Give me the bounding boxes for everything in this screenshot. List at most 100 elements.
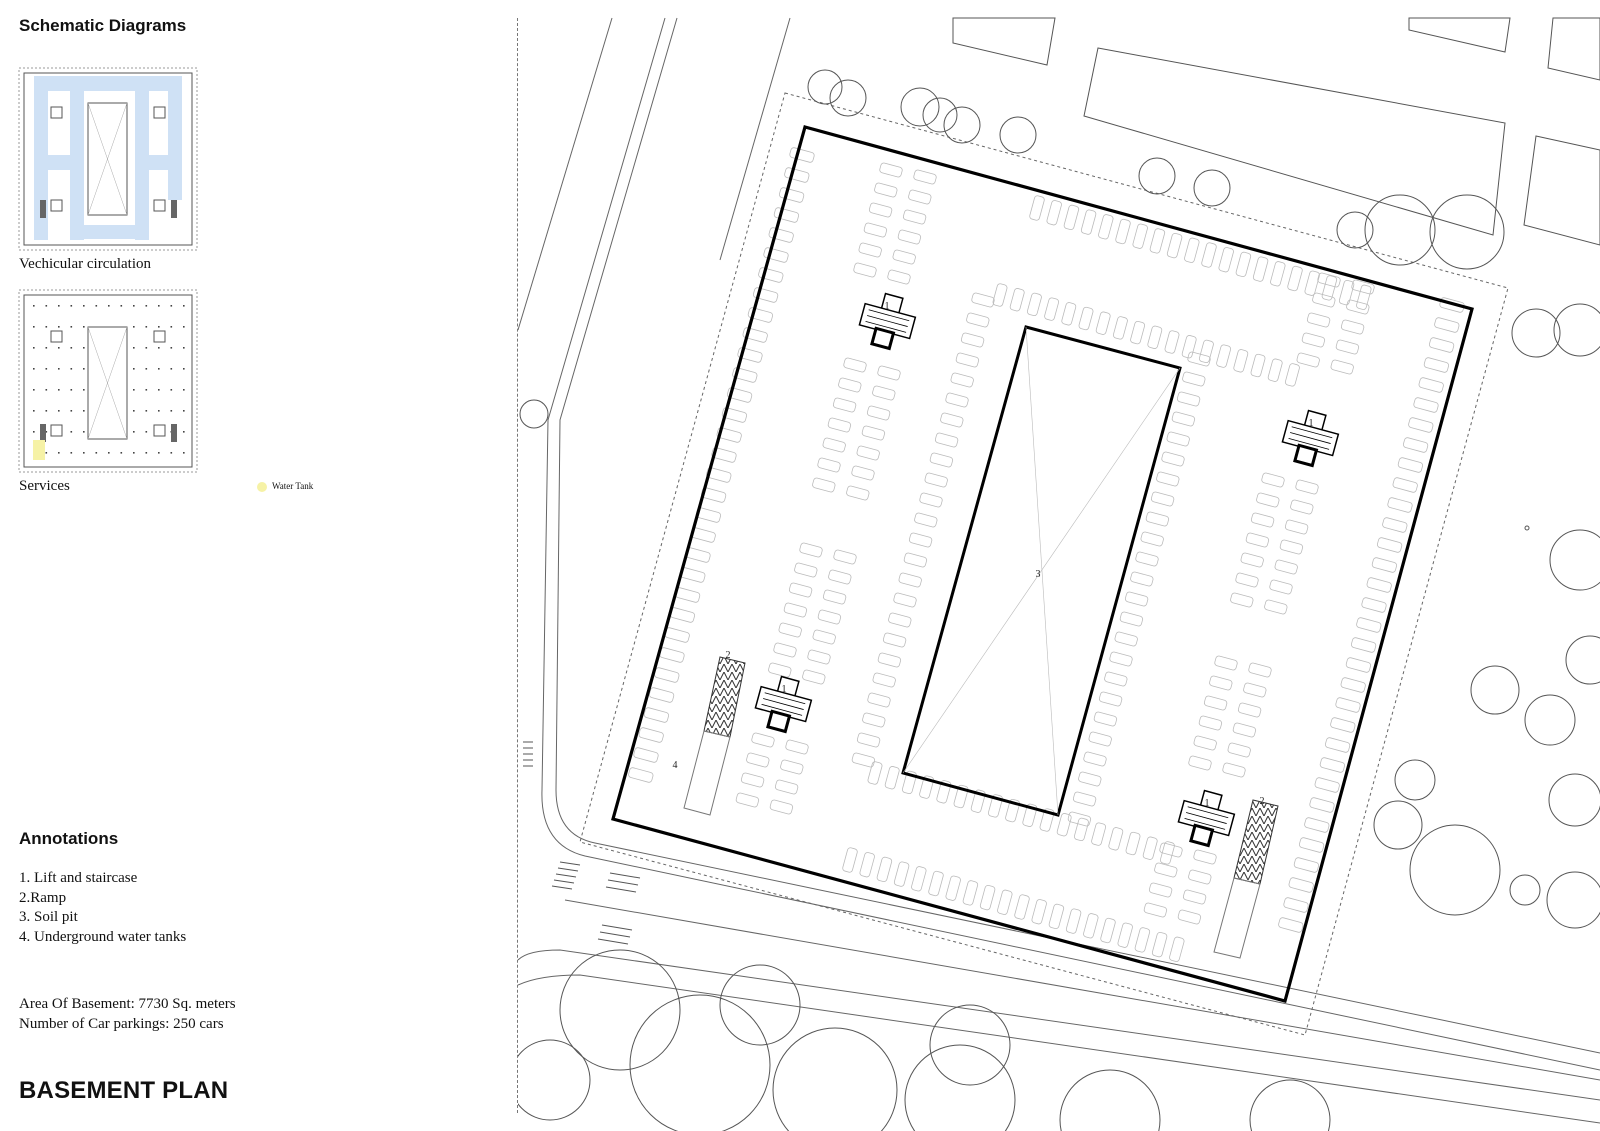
tree-icon xyxy=(807,69,843,105)
parking-stall xyxy=(877,365,901,381)
column-dot xyxy=(183,410,185,412)
lift-core xyxy=(754,675,813,734)
parking-stall xyxy=(901,770,917,795)
parking-stall xyxy=(1287,265,1303,292)
parking-stall xyxy=(706,467,732,483)
column-dot xyxy=(83,305,85,307)
lift-core xyxy=(1177,789,1236,848)
column-dot xyxy=(70,305,73,307)
stair-treads xyxy=(1288,426,1333,450)
column-dot xyxy=(70,326,73,328)
parking-stall xyxy=(1029,195,1045,221)
ramp-east xyxy=(1213,799,1279,959)
parking-stall xyxy=(1296,352,1320,368)
legend-label: Water Tank xyxy=(272,481,314,491)
column-dot xyxy=(70,410,73,412)
parking-stall xyxy=(1402,437,1429,453)
parking-stall xyxy=(868,202,893,218)
parking-stall xyxy=(1130,320,1146,345)
parking-stall xyxy=(1413,397,1439,413)
column-dot xyxy=(45,389,48,391)
parking-stall xyxy=(789,147,815,163)
tree-icon xyxy=(1373,800,1423,850)
parking-stall xyxy=(664,627,690,643)
parking-stall xyxy=(898,572,922,588)
parking-stall xyxy=(979,884,996,911)
parking-stall xyxy=(1283,897,1309,913)
parking-stall xyxy=(945,392,969,408)
column-dot xyxy=(170,347,173,349)
lift-cores xyxy=(754,292,1340,848)
parking-stall xyxy=(654,667,680,683)
parking-stall xyxy=(1222,762,1246,778)
column-dot xyxy=(70,452,73,454)
parking-stall xyxy=(934,432,959,448)
parking-stall xyxy=(1371,557,1398,573)
parking-stall xyxy=(648,687,675,703)
parking-stall xyxy=(1065,908,1082,934)
parking-stall xyxy=(1083,751,1107,767)
parking-stall xyxy=(1356,284,1372,310)
parking-stall xyxy=(737,347,763,363)
parking-stall xyxy=(1187,351,1211,367)
parking-stall xyxy=(1100,917,1116,944)
parking-stall xyxy=(1072,791,1097,807)
parking-stall xyxy=(842,847,858,873)
parking-stall xyxy=(700,487,727,503)
column-dot xyxy=(145,389,148,391)
column-dot xyxy=(95,305,98,307)
parking-stall xyxy=(1256,492,1280,508)
parking-stall xyxy=(807,649,831,665)
parking-stall xyxy=(882,632,907,648)
column-grid-dots xyxy=(33,305,185,454)
parking-stall xyxy=(1098,214,1114,240)
column-dot xyxy=(58,326,60,328)
column-dot xyxy=(45,305,48,307)
diagram-services xyxy=(18,289,198,473)
parking-stall xyxy=(962,880,979,906)
column-dot xyxy=(145,452,148,454)
parking-stall xyxy=(1237,702,1262,718)
column-dot xyxy=(58,305,60,307)
parking-stall xyxy=(1176,391,1201,407)
parking-stall xyxy=(1078,306,1094,331)
parking-stall xyxy=(1418,377,1444,393)
water-tank-tag: 4 xyxy=(673,760,678,771)
parking-stall xyxy=(859,852,875,878)
parking-stall xyxy=(643,707,670,723)
column-dot xyxy=(120,305,123,307)
parking-stall xyxy=(1264,599,1288,615)
parking-stall xyxy=(872,385,896,401)
parking-stall xyxy=(853,262,877,278)
tree-icon xyxy=(1409,824,1501,916)
tree-icon xyxy=(719,964,801,1046)
column-dot xyxy=(120,452,123,454)
parking-stall xyxy=(1324,737,1351,753)
parking-stall xyxy=(1319,757,1346,773)
parking-stall xyxy=(1148,882,1173,898)
parking-stall xyxy=(851,465,875,481)
parking-stall xyxy=(1382,517,1408,533)
parking-stall xyxy=(929,452,954,468)
parking-stall xyxy=(945,875,961,901)
parking-stall xyxy=(1093,711,1118,727)
lift-tag: 1 xyxy=(885,301,890,312)
tree-icon xyxy=(922,97,958,133)
parking-stall xyxy=(1250,353,1266,378)
parking-stall xyxy=(769,799,794,815)
parking-stall xyxy=(1274,559,1298,575)
parking-stall xyxy=(1340,677,1366,693)
parking-stall xyxy=(628,767,654,783)
stair-treads xyxy=(761,692,806,716)
parking-stall xyxy=(758,267,784,283)
stat-parking: Number of Car parkings: 250 cars xyxy=(19,1015,224,1032)
column-dot xyxy=(108,305,110,307)
parking-stall xyxy=(1203,695,1228,711)
column-dot xyxy=(58,452,60,454)
parking-stall xyxy=(1073,817,1089,842)
parking-stall xyxy=(1279,539,1304,555)
column-dot xyxy=(83,452,85,454)
parking-stall xyxy=(633,747,659,763)
column-dot xyxy=(133,368,135,370)
column-dot xyxy=(158,326,160,328)
